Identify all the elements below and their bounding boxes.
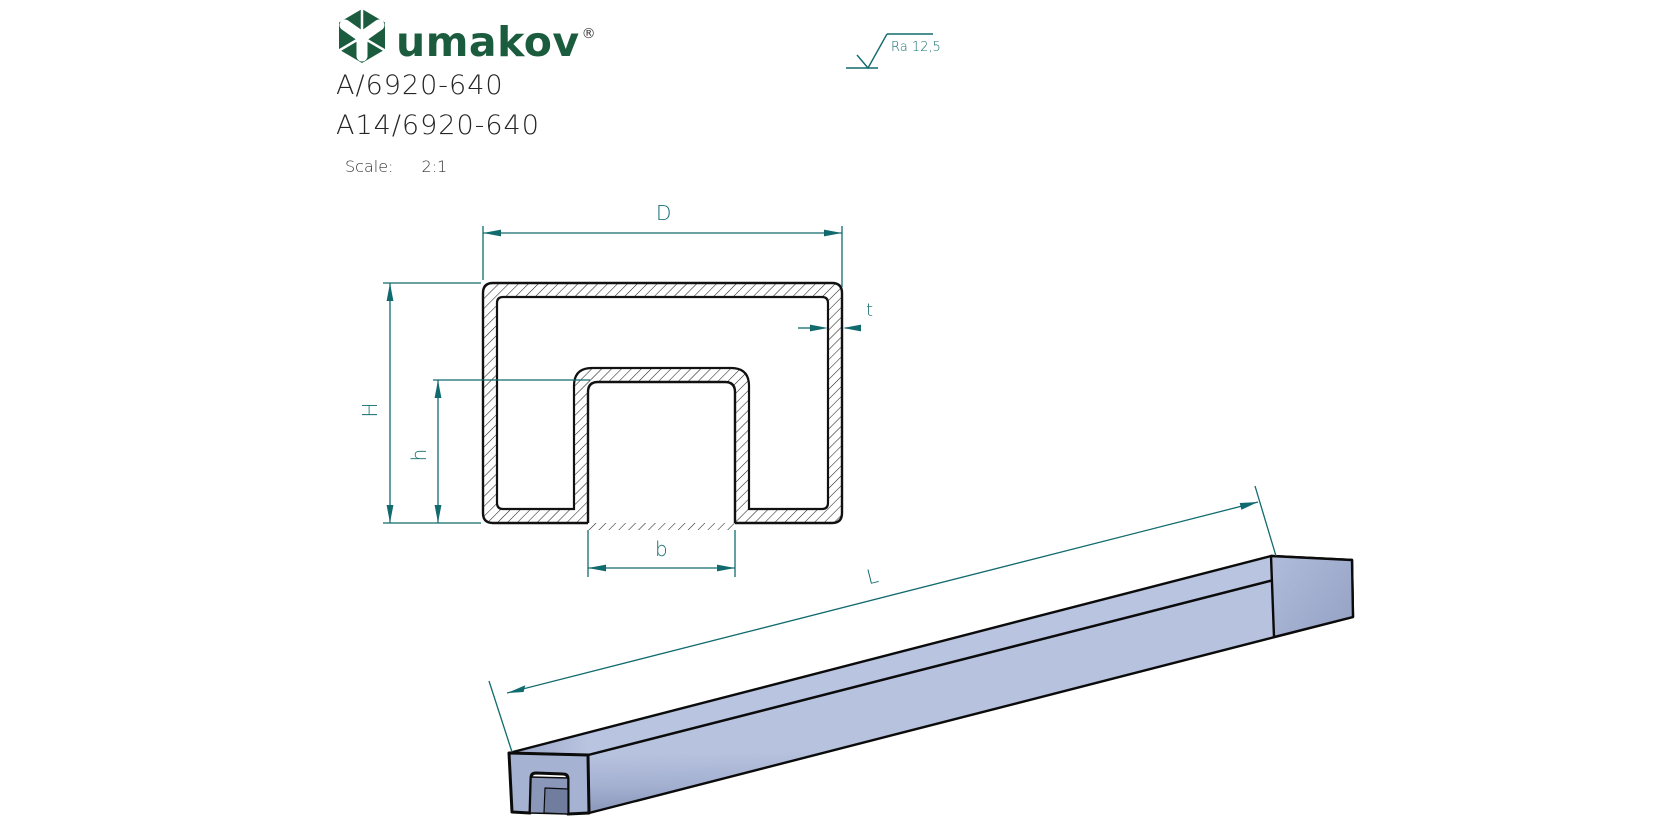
- scale-label: Scale:: [345, 157, 394, 176]
- dim-label-L: L: [864, 563, 881, 589]
- dimension-D: D: [482, 201, 843, 287]
- registered-trademark: ®: [581, 26, 597, 42]
- roughness-value: Ra 12,5: [891, 40, 941, 55]
- bar-front-face: [586, 558, 1355, 815]
- dimension-h: h: [407, 379, 590, 523]
- dimension-H: H: [358, 282, 481, 524]
- roughness-check: [856, 33, 888, 70]
- dimension-L: L: [488, 485, 1277, 753]
- brand-name: umakov®: [396, 8, 596, 68]
- dim-label-H: H: [358, 402, 382, 417]
- cross-section-dimensions: D H h: [358, 201, 873, 577]
- brand-text: umakov: [396, 18, 580, 66]
- bar-end-face-right: [1269, 554, 1355, 639]
- surface-roughness-symbol: Ra 12,5: [846, 33, 941, 70]
- part-number-secondary: A14/6920-640: [336, 110, 540, 141]
- scale-row: Scale: 2:1: [345, 157, 447, 176]
- cross-section-view: [481, 281, 844, 530]
- profile-outer-outline: [481, 281, 844, 525]
- dim-label-D: D: [656, 201, 671, 225]
- brand-header: umakov®: [334, 8, 596, 68]
- isometric-view: [507, 554, 1355, 816]
- logo-trefoil: [338, 8, 386, 62]
- profile-section-hatch: [483, 283, 842, 530]
- dim-label-b: b: [655, 537, 668, 561]
- scale-value: 2:1: [421, 157, 448, 176]
- profile-slot-outline: [586, 380, 737, 523]
- dim-label-h: h: [407, 449, 431, 462]
- dim-label-t: t: [866, 300, 873, 321]
- bar-slot-groove-shadow: [543, 787, 569, 815]
- umakov-logo-icon: [338, 8, 386, 63]
- part-number-primary: A/6920-640: [336, 70, 504, 101]
- dimension-t: t: [798, 300, 873, 332]
- part-numbers: A/6920-640 A14/6920-640: [336, 66, 540, 146]
- dimension-b: b: [587, 530, 736, 577]
- profile-inner-outline: [495, 295, 830, 511]
